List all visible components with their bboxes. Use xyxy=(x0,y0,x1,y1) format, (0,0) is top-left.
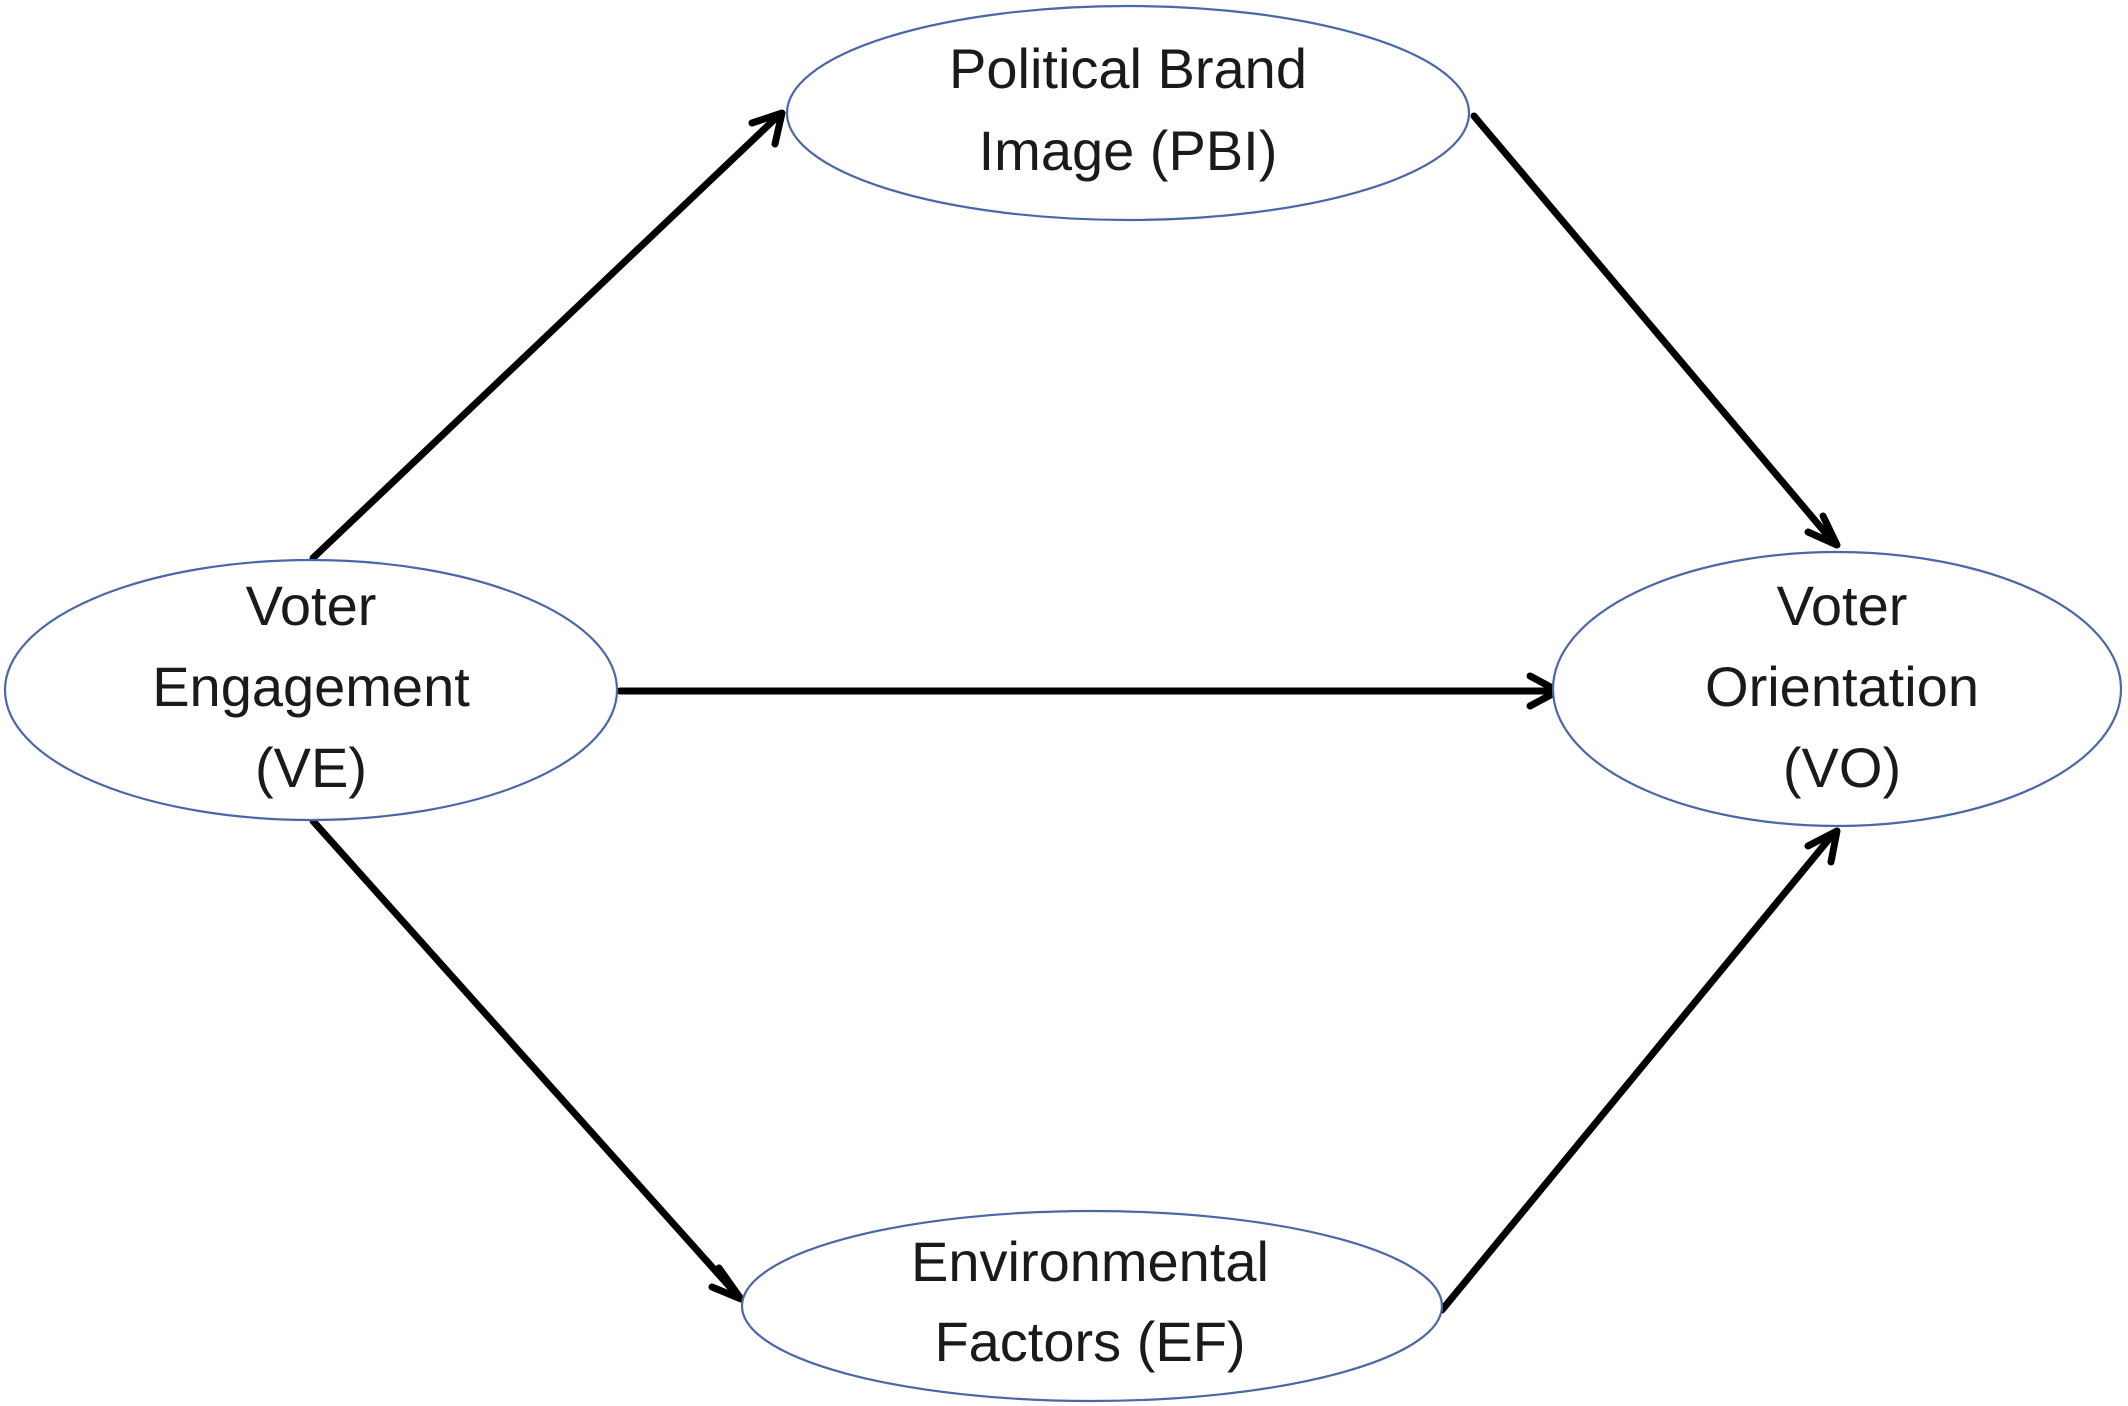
edge-ve-to-vo xyxy=(616,672,1562,710)
node-label: (VO) xyxy=(1783,736,1901,799)
arrowhead-icon xyxy=(708,1264,745,1303)
arrowhead-icon xyxy=(748,109,786,148)
node-label: Image (PBI) xyxy=(979,119,1278,182)
node-label: Engagement xyxy=(152,655,470,718)
node-ellipse xyxy=(3,558,619,822)
node-voter-engagement: Voter Engagement (VE) xyxy=(3,558,619,822)
node-label: (VE) xyxy=(255,736,367,799)
edge-line xyxy=(1438,829,1838,1314)
node-label: Political Brand xyxy=(949,37,1307,100)
node-environmental-factors: Environmental Factors (EF) xyxy=(740,1209,1444,1403)
node-label: Voter xyxy=(1777,574,1908,637)
arrowhead-icon xyxy=(1804,512,1841,549)
edge-line xyxy=(309,817,742,1300)
node-ellipse xyxy=(740,1209,1444,1403)
edge-pbi-to-vo xyxy=(1470,112,1841,549)
arrowhead-icon xyxy=(1804,827,1841,866)
edge-line xyxy=(1470,112,1838,547)
edge-ve-to-ef xyxy=(309,817,745,1303)
node-political-brand-image: Political Brand Image (PBI) xyxy=(785,4,1471,222)
node-label: Factors (EF) xyxy=(934,1310,1245,1373)
node-label: Voter xyxy=(246,574,377,637)
edge-ve-to-pbi xyxy=(309,109,786,562)
edges xyxy=(309,109,1841,1314)
node-label: Orientation xyxy=(1705,655,1979,718)
node-ellipse xyxy=(785,4,1471,222)
node-label: Environmental xyxy=(911,1230,1269,1293)
nodes: Political Brand Image (PBI) Voter Engage… xyxy=(3,4,2123,1403)
edge-ef-to-vo xyxy=(1438,827,1841,1314)
edge-line xyxy=(309,112,782,562)
node-ellipse xyxy=(1551,550,2123,828)
node-voter-orientation: Voter Orientation (VO) xyxy=(1551,550,2123,828)
